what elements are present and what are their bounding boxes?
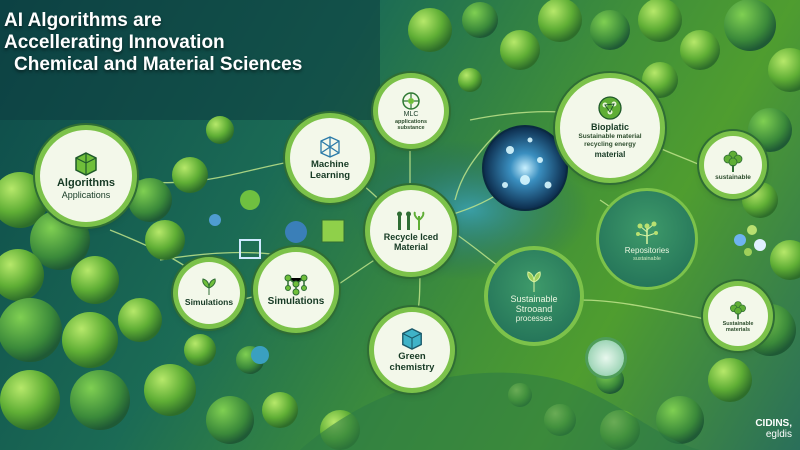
- node-green-chemistry-label: Green chemistry: [389, 351, 435, 373]
- bubble-cluster-right: [408, 0, 800, 450]
- title-line-3: Chemical and Material Sciences: [14, 54, 303, 75]
- node-repositories[interactable]: Repositories sustainable: [596, 188, 698, 290]
- node-sustainable-label: Sustainable Strooand: [510, 294, 558, 314]
- node-bioplastic-sub: Sustainable material recycling energy: [578, 133, 642, 148]
- node-algorithms-label: Algorithms: [56, 177, 116, 189]
- node-simulations[interactable]: Simulations: [258, 252, 334, 328]
- floating-molecules: [209, 214, 766, 364]
- title-line-2: Accellerating Innovation: [4, 32, 225, 53]
- virus-sphere: [482, 125, 568, 211]
- node-recycled-material-label: Recycle Iced Material: [383, 232, 439, 252]
- corner-logo: CIDINS, egldis: [755, 418, 792, 440]
- crystal-lattice-icon: [320, 136, 340, 158]
- node-repositories-label: Repositories: [624, 245, 670, 255]
- plant-icon: [202, 278, 216, 295]
- node-sustainable-sub: processes: [515, 314, 553, 323]
- node-machine-learning-label: Machine Learning: [309, 159, 351, 181]
- node-repositories-sub: sustainable: [633, 255, 661, 262]
- corner-logo-line-2: egldis: [765, 429, 792, 440]
- tree-icon: [730, 301, 746, 320]
- small-plant-bubble: [588, 340, 624, 376]
- node-bottom-right-tree-sub: Sustainable materials: [722, 321, 754, 333]
- cube-icon: [402, 328, 422, 350]
- people-plants-icon: [397, 211, 425, 230]
- bubble-cluster-left: [0, 116, 360, 450]
- molecule-icon: [284, 274, 308, 296]
- node-simulations-small-label: Simulations: [184, 297, 234, 307]
- leaf-molecule-icon: [598, 96, 622, 120]
- node-bottom-right-tree[interactable]: Sustainable materials: [708, 286, 768, 346]
- corner-logo-line-1: CIDINS,: [755, 418, 792, 429]
- page-title: AI Algorithms are Accellerating Innovati…: [4, 10, 364, 76]
- node-bioplastic-label: Bioplatic: [590, 122, 629, 132]
- node-green-chemistry[interactable]: Green chemistry: [374, 312, 450, 388]
- node-sustainable-processes[interactable]: Sustainable Strooand processes: [484, 246, 584, 346]
- node-top-right-tree[interactable]: sustainable: [704, 136, 762, 194]
- node-algorithms[interactable]: Algorithms Applications: [40, 130, 132, 222]
- node-simulations-small[interactable]: Simulations: [178, 262, 240, 324]
- cube-icon: [75, 152, 97, 176]
- node-simulations-label: Simulations: [267, 296, 325, 307]
- circuit-icon: [402, 92, 420, 110]
- node-mlc[interactable]: MLC applications substance: [378, 78, 444, 144]
- plant-icon: [636, 221, 658, 244]
- title-line-1: AI Algorithms are: [4, 10, 162, 31]
- node-mlc-label: MLC: [403, 111, 419, 118]
- node-top-right-tree-sub: sustainable: [715, 174, 751, 181]
- node-recycled-material[interactable]: Recycle Iced Material: [370, 190, 452, 272]
- node-mlc-sub: applications substance: [394, 119, 428, 131]
- tree-icon: [723, 150, 743, 172]
- node-algorithms-sub: Applications: [61, 190, 111, 200]
- node-bioplastic[interactable]: Bioplatic Sustainable material recycling…: [560, 78, 660, 178]
- leaf-icon: [527, 271, 541, 292]
- node-machine-learning[interactable]: Machine Learning: [290, 118, 370, 198]
- node-bioplastic-sub2: material: [594, 150, 626, 159]
